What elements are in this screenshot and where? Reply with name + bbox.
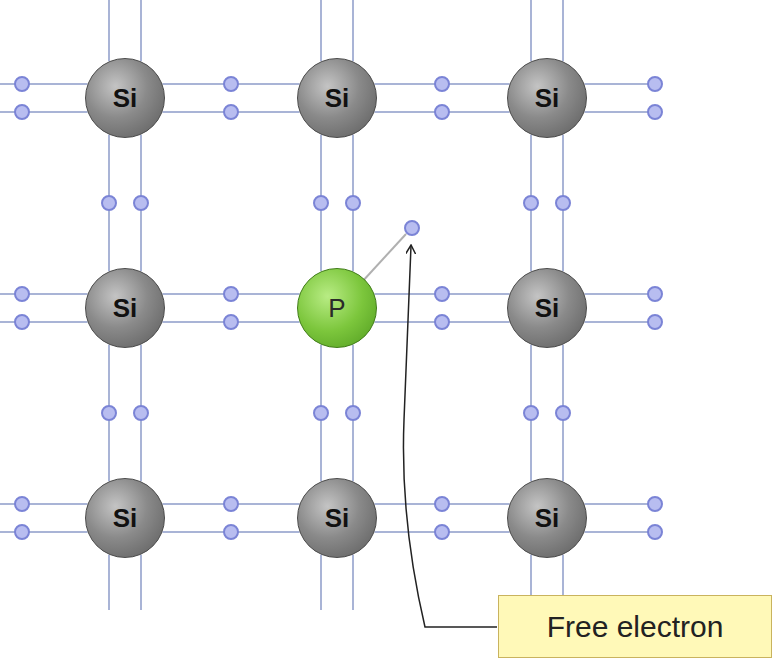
atom-symbol: Si [535, 503, 560, 534]
electron-dot [435, 105, 449, 119]
electron-dot [346, 196, 360, 210]
electron-dot [15, 287, 29, 301]
bond-stub [140, 0, 142, 61]
atom-symbol: Si [535, 83, 560, 114]
electron-dot [224, 287, 238, 301]
silicon-atom: Si [85, 268, 165, 348]
electron-dot [435, 77, 449, 91]
silicon-atom: Si [85, 58, 165, 138]
atom-symbol: Si [325, 83, 350, 114]
bond-stub [562, 0, 564, 61]
callout-text: Free electron [547, 610, 724, 644]
bond-stub [108, 0, 110, 61]
silicon-atom: Si [297, 58, 377, 138]
electron-dot [134, 406, 148, 420]
electron-dot [435, 497, 449, 511]
electron-dot [15, 105, 29, 119]
atom-symbol: Si [535, 293, 560, 324]
electron-dot [224, 77, 238, 91]
electron-dot [556, 196, 570, 210]
electron-dot [15, 315, 29, 329]
silicon-atom: Si [507, 268, 587, 348]
electron-dot [224, 105, 238, 119]
electron-dot [224, 525, 238, 539]
bond-stub [0, 531, 88, 533]
bond-stub [0, 321, 88, 323]
electron-dot [648, 525, 662, 539]
bond-stub [0, 503, 88, 505]
electron-dot [556, 406, 570, 420]
electron-dot [224, 315, 238, 329]
electron-dot [15, 77, 29, 91]
atom-symbol: Si [325, 503, 350, 534]
bond-stub [140, 555, 142, 610]
electron-dot [435, 315, 449, 329]
electron-dot [314, 196, 328, 210]
electron-dot [648, 497, 662, 511]
electron-dot [224, 497, 238, 511]
bond-stub [108, 555, 110, 610]
electron-dot [648, 315, 662, 329]
electron-dot [648, 77, 662, 91]
electron-dot [15, 497, 29, 511]
electron-dot [314, 406, 328, 420]
atom-symbol: P [328, 293, 345, 324]
bond-stub [0, 111, 88, 113]
bond-stub [320, 0, 322, 61]
atom-symbol: Si [113, 293, 138, 324]
electron-dot [435, 525, 449, 539]
electron-dot [15, 525, 29, 539]
silicon-atom: Si [507, 478, 587, 558]
phosphorus-atom: P [297, 268, 377, 348]
callout-box: Free electron [498, 595, 772, 658]
bond-stub [352, 555, 354, 610]
bond-stub [530, 0, 532, 61]
atom-symbol: Si [113, 503, 138, 534]
silicon-atom: Si [297, 478, 377, 558]
electron-dot [134, 196, 148, 210]
silicon-atom: Si [85, 478, 165, 558]
silicon-atom: Si [507, 58, 587, 138]
bond-stub [0, 293, 88, 295]
bond-stub [320, 555, 322, 610]
electron-dot [102, 196, 116, 210]
electron-dot [435, 287, 449, 301]
leader-arrow [403, 246, 497, 627]
electron-dot [102, 406, 116, 420]
free-electron-dot [405, 221, 419, 235]
electron-dot [648, 105, 662, 119]
electron-dot [524, 196, 538, 210]
electron-dot [524, 406, 538, 420]
atom-symbol: Si [113, 83, 138, 114]
bond-stub [352, 0, 354, 61]
electron-dot [346, 406, 360, 420]
electron-dot [648, 287, 662, 301]
bond-stub [0, 83, 88, 85]
